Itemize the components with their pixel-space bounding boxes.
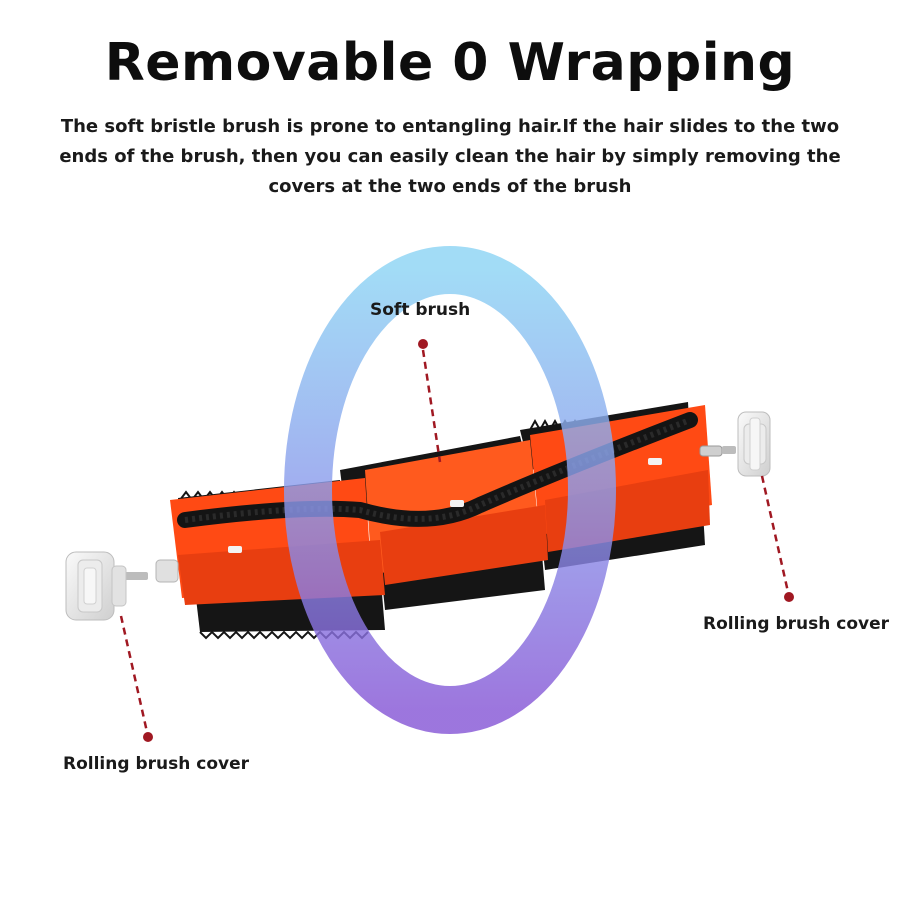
callout-soft-brush xyxy=(418,339,442,463)
description-text: The soft bristle brush is prone to entan… xyxy=(59,116,841,197)
brush-body xyxy=(155,405,723,605)
right-brush-cover xyxy=(722,411,771,477)
callout-right-cover xyxy=(760,475,794,602)
left-cover-label: Rolling brush cover xyxy=(63,754,249,774)
callout-left-cover xyxy=(119,615,153,742)
right-cover-label: Rolling brush cover xyxy=(703,614,889,634)
zero-ring xyxy=(284,246,616,734)
headline: Removable 0 Wrapping xyxy=(104,33,796,93)
soft-brush-label: Soft brush xyxy=(370,300,471,320)
left-brush-cover xyxy=(65,551,148,621)
